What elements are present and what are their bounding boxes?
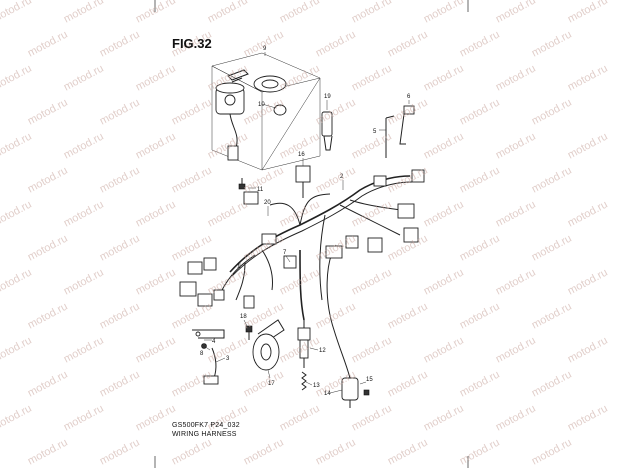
callout-18: 18: [240, 314, 247, 320]
callout-17: 17: [268, 381, 275, 387]
figure-title: FIG.32: [172, 36, 212, 51]
figure-code: GS500FK7 P24_032: [172, 422, 240, 429]
callout-7: 7: [283, 250, 287, 256]
callout-9: 9: [263, 46, 267, 52]
ignition-switch-group: [211, 52, 321, 190]
callout-16: 16: [298, 152, 305, 158]
lower-parts: [192, 319, 370, 408]
callout-labels: 9 10 11 19 16 5 6 2 20 1 7 18 4 8 3 17 1…: [200, 46, 411, 397]
figure-name: WIRING HARNESS: [172, 431, 237, 438]
callout-8: 8: [200, 351, 204, 357]
crop-marks: [154, 0, 469, 468]
callout-4: 4: [212, 339, 216, 345]
main-harness: [179, 169, 425, 379]
callout-14: 14: [324, 391, 331, 397]
callout-20: 20: [264, 200, 271, 206]
callout-13: 13: [313, 383, 320, 389]
callout-19: 19: [324, 94, 331, 100]
callout-15: 15: [366, 377, 373, 383]
callout-1: 1: [237, 264, 241, 270]
callout-11: 11: [257, 187, 264, 193]
callout-3: 3: [226, 356, 230, 362]
callout-6: 6: [407, 94, 411, 100]
callout-12: 12: [319, 348, 326, 354]
callout-2: 2: [340, 174, 344, 180]
upper-right-parts: [295, 105, 415, 198]
callout-5: 5: [373, 129, 377, 135]
callout-10: 10: [258, 102, 265, 108]
leader-lines: [203, 52, 410, 394]
